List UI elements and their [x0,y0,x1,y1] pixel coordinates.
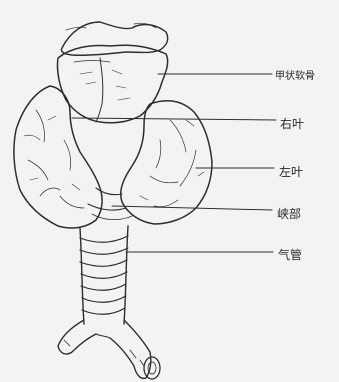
thyroid-cartilage-drawing [57,22,167,123]
leader-line-right-lobe [72,118,276,120]
leader-line-isthmus [112,206,272,210]
right-lobe-drawing [14,86,102,228]
label-right-lobe: 右叶 [280,115,304,132]
trachea-drawing [58,226,160,379]
label-thyroid-cartilage: 甲状软骨 [275,67,315,82]
label-trachea: 气管 [278,246,302,263]
isthmus-drawing [88,188,132,220]
label-isthmus: 峡部 [277,205,301,222]
label-left-lobe: 左叶 [279,163,303,180]
